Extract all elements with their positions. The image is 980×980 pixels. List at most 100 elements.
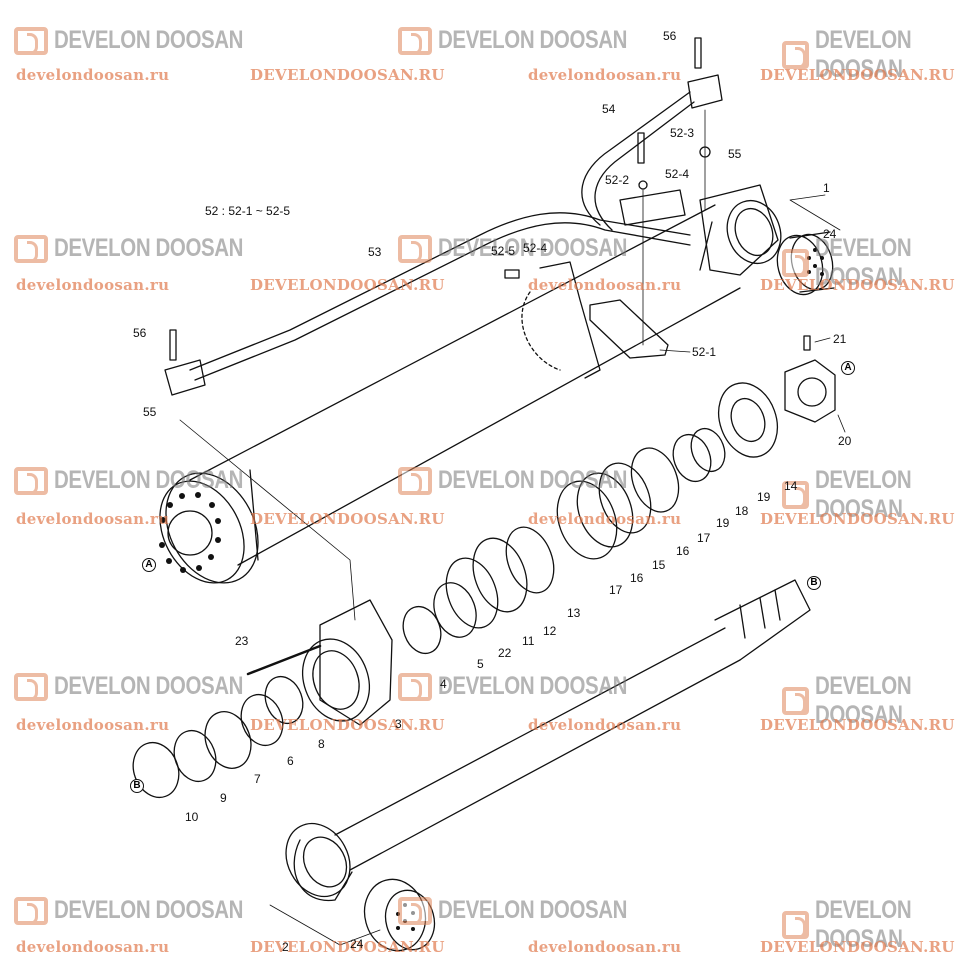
gland-3 [246, 599, 393, 726]
part-label: 19 [716, 516, 730, 530]
part-label: 52-1 [692, 345, 717, 359]
watermark-url: DEVELONDOOSAN.RU [250, 276, 445, 294]
part-label: 54 [602, 102, 616, 116]
reference-marker-a: A [142, 558, 156, 572]
watermark-logo: DEVELON DOOSAN [14, 234, 285, 263]
part-label: 23 [235, 634, 249, 648]
piston-rod-2 [269, 579, 811, 946]
part-label: 13 [567, 606, 581, 620]
brand-mark-icon [14, 26, 48, 55]
part-label: 56 [133, 326, 147, 340]
part-label: 14 [784, 479, 798, 493]
part-label: 10 [185, 810, 199, 824]
brand-mark-icon [398, 896, 432, 925]
part-label: 53 [368, 245, 382, 259]
watermark-url: develondoosan.ru [528, 276, 682, 294]
reference-marker-b: B [807, 576, 821, 590]
part-label: 52-5 [491, 244, 516, 258]
brand-mark-icon [14, 466, 48, 495]
part-label: 1 [823, 181, 830, 195]
part-label: 20 [838, 434, 852, 448]
part-label: 8 [318, 737, 325, 751]
brand-mark-icon [782, 249, 809, 277]
watermark-url: DEVELONDOOSAN.RU [760, 716, 955, 734]
part-label: 52-4 [665, 167, 690, 181]
watermark-logo: DEVELON DOOSAN [782, 672, 980, 730]
part-label: 6 [287, 754, 294, 768]
watermark-url: develondoosan.ru [528, 938, 682, 956]
brand-mark-icon [782, 911, 809, 939]
watermark-url: develondoosan.ru [528, 66, 682, 84]
assembly-note: 52 : 52-1 ~ 52-5 [205, 204, 291, 218]
part-label: 2 [282, 940, 289, 954]
watermark-logo: DEVELON DOOSAN [398, 466, 669, 495]
part-label: 24 [823, 227, 837, 241]
watermark-url: DEVELONDOOSAN.RU [250, 716, 445, 734]
watermark-url: develondoosan.ru [528, 510, 682, 528]
brand-mark-icon [14, 896, 48, 925]
nut-20 [784, 335, 836, 423]
watermark-url: develondoosan.ru [16, 716, 170, 734]
brand-mark-icon [782, 481, 809, 509]
part-label: 21 [833, 332, 847, 346]
reference-marker-a: A [841, 361, 855, 375]
part-label: 24 [350, 937, 364, 951]
brand-mark-icon [398, 466, 432, 495]
brand-mark-icon [398, 26, 432, 55]
part-label: 19 [757, 490, 771, 504]
brand-mark-icon [782, 41, 809, 69]
brand-mark-icon [14, 672, 48, 701]
brand-mark-icon [14, 234, 48, 263]
watermark-url: develondoosan.ru [16, 276, 170, 294]
part-label: 52-4 [523, 241, 548, 255]
watermark-url: DEVELONDOOSAN.RU [760, 276, 955, 294]
watermark-url: develondoosan.ru [528, 716, 682, 734]
watermark-logo: DEVELON DOOSAN [14, 672, 285, 701]
brand-mark-icon [398, 672, 432, 701]
cylinder-tube [159, 184, 782, 584]
watermark-logo: DEVELON DOOSAN [782, 26, 980, 84]
watermark-url: DEVELONDOOSAN.RU [250, 938, 445, 956]
part-label: 17 [609, 583, 623, 597]
part-label: 5 [477, 657, 484, 671]
watermark-logo: DEVELON DOOSAN [14, 896, 285, 925]
part-label: 52-2 [605, 173, 630, 187]
part-label: 56 [663, 29, 677, 43]
part-label: 16 [630, 571, 644, 585]
part-label: 15 [652, 558, 666, 572]
part-label: 22 [498, 646, 512, 660]
part-label: 12 [543, 624, 557, 638]
watermark-url: develondoosan.ru [16, 66, 170, 84]
part-label: 52-3 [670, 126, 695, 140]
watermark-logo: DEVELON DOOSAN [782, 466, 980, 524]
watermark-url: DEVELONDOOSAN.RU [250, 66, 445, 84]
part-label: 7 [254, 772, 261, 786]
watermark-url: develondoosan.ru [16, 938, 170, 956]
watermark-url: DEVELONDOOSAN.RU [760, 66, 955, 84]
seal-rings [132, 382, 778, 799]
watermark-logo: DEVELON DOOSAN [398, 234, 669, 263]
watermark-logo: DEVELON DOOSAN [398, 896, 669, 925]
watermark-logo: DEVELON DOOSAN [398, 26, 669, 55]
part-label: 11 [522, 634, 535, 648]
watermark-url: DEVELONDOOSAN.RU [250, 510, 445, 528]
watermark-logo: DEVELON DOOSAN [398, 672, 669, 701]
brand-mark-icon [782, 687, 809, 715]
watermark-logo: DEVELON DOOSAN [782, 896, 980, 954]
part-label: 55 [728, 147, 742, 161]
part-label: 4 [440, 677, 447, 691]
watermark-logo: DEVELON DOOSAN [14, 466, 285, 495]
watermark-logo: DEVELON DOOSAN [782, 234, 980, 292]
part-label: 16 [676, 544, 690, 558]
part-label: 18 [735, 504, 749, 518]
part-label: 17 [697, 531, 711, 545]
part-label: 55 [143, 405, 157, 419]
clamp-52 [504, 109, 706, 379]
brand-mark-icon [398, 234, 432, 263]
part-label: 9 [220, 791, 227, 805]
watermark-url: DEVELONDOOSAN.RU [760, 510, 955, 528]
part-label: 3 [395, 717, 402, 731]
watermark-url: develondoosan.ru [16, 510, 170, 528]
